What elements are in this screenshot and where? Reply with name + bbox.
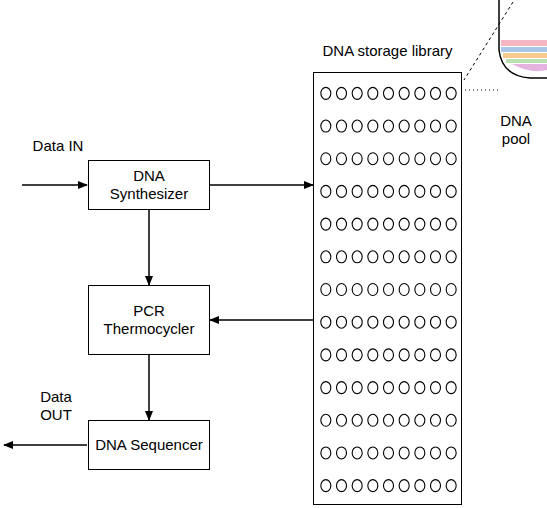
process-box: DNA Sequencer (88, 420, 210, 470)
process-box: DNA Synthesizer (88, 160, 210, 210)
dna-pool-tube (499, 0, 547, 78)
node-text: DNA storage library (303, 42, 472, 60)
flow-arrow (148, 210, 150, 285)
node-text: PCR Thermocycler (95, 302, 203, 338)
storage-wells (314, 73, 461, 504)
node-text: DNA Synthesizer (95, 167, 203, 203)
zoom-leader (461, 90, 500, 91)
data-out-arrow (4, 444, 87, 446)
flow-arrow (148, 355, 150, 420)
data-in-arrow (22, 184, 87, 186)
annotation-label: Data OUT (26, 388, 86, 424)
flow-arrow (210, 319, 313, 321)
annotation-label: DNA pool (488, 112, 544, 148)
storage-library: DNA storage library (313, 42, 462, 505)
flow-arrow (210, 184, 313, 186)
annotation-label: Data IN (30, 137, 86, 155)
library-frame (313, 72, 462, 505)
node-text: DNA Sequencer (95, 436, 203, 454)
zoom-leader (464, 2, 513, 80)
process-box: PCR Thermocycler (88, 285, 210, 355)
